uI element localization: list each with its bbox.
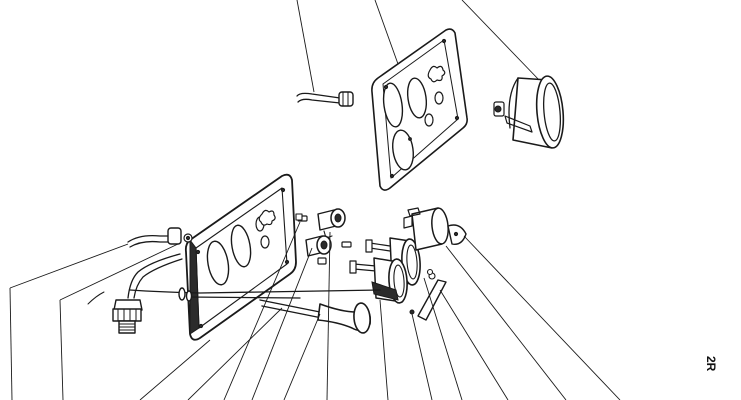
leader-line-1 (9, 287, 13, 400)
leader-line-12 (439, 289, 509, 400)
mounting-bracket (409, 272, 447, 321)
leader-line-1b (9, 243, 129, 289)
bulb-holder-upper (296, 91, 354, 107)
leader-line-3 (139, 339, 211, 400)
figure-reference-code: 2R (704, 356, 718, 372)
leader-line-large-gauge (461, 0, 542, 83)
leader-line-11 (423, 277, 463, 400)
sender-unit (87, 253, 183, 334)
leader-line-upper-plate (374, 0, 399, 65)
top-leader-lines (296, 0, 542, 93)
leader-line-13 (445, 245, 567, 400)
leader-line-7 (283, 313, 321, 400)
choke-control-cable (129, 287, 381, 334)
small-fasteners (295, 213, 434, 276)
leader-line-14 (463, 235, 621, 400)
ignition-switch (403, 207, 467, 251)
leader-line-6 (251, 247, 313, 400)
panel-switch-upper (297, 208, 346, 239)
bottom-leader-lines (9, 221, 621, 400)
panel-switch-lower (305, 235, 352, 265)
leader-line-8 (326, 231, 331, 400)
leader-line-2 (59, 299, 64, 400)
leader-line-10 (411, 313, 433, 400)
lower-mounting-plate (184, 173, 297, 341)
bulb-holder-elbow (127, 227, 193, 248)
large-gauge (493, 75, 565, 149)
leader-line-9 (379, 299, 389, 400)
leader-line-bulb-holder-upper (296, 0, 315, 93)
leader-line-5 (223, 221, 301, 400)
upper-mounting-plate (371, 28, 468, 191)
twin-gauge (349, 237, 421, 304)
leader-line-2b (59, 243, 179, 301)
leader-line-4 (187, 307, 283, 400)
